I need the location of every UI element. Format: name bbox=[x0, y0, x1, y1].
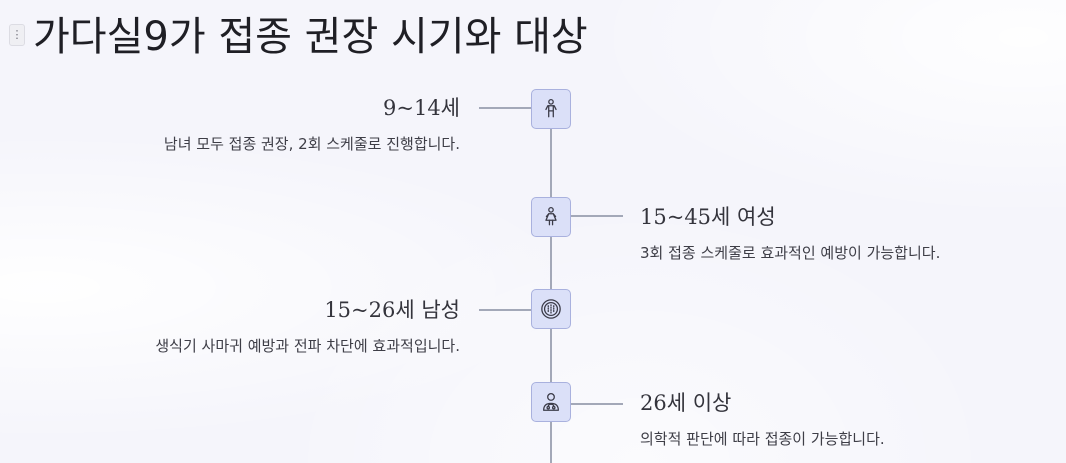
timeline-connector bbox=[571, 403, 623, 405]
timeline-item-heading: 15~26세 남성 bbox=[324, 298, 460, 322]
timeline-item-heading: 9~14세 bbox=[383, 96, 460, 120]
woman-icon bbox=[531, 197, 571, 237]
drag-handle-icon[interactable]: ⋮ bbox=[9, 24, 25, 46]
timeline-item: 9~14세 남녀 모두 접종 권장, 2회 스케줄로 진행합니다. bbox=[40, 94, 460, 155]
timeline-item-description: 3회 접종 스케줄로 효과적인 예방이 가능합니다. bbox=[640, 244, 941, 262]
timeline-item-description: 의학적 판단에 따라 접종이 가능합니다. bbox=[640, 430, 885, 448]
timeline-item-heading: 15~45세 여성 bbox=[640, 205, 776, 229]
timeline-connector bbox=[571, 215, 623, 217]
cell-circle-icon bbox=[531, 289, 571, 329]
timeline-item: 26세 이상 의학적 판단에 따라 접종이 가능합니다. bbox=[640, 389, 1040, 450]
timeline-item: 15~26세 남성 생식기 사마귀 예방과 전파 차단에 효과적입니다. bbox=[40, 296, 460, 357]
timeline-item-description: 남녀 모두 접종 권장, 2회 스케줄로 진행합니다. bbox=[163, 135, 460, 153]
timeline-connector bbox=[479, 309, 531, 311]
page-title: 가다실9가 접종 권장 시기와 대상 bbox=[33, 14, 588, 60]
timeline-item: 15~45세 여성 3회 접종 스케줄로 효과적인 예방이 가능합니다. bbox=[640, 203, 1040, 264]
child-icon bbox=[531, 89, 571, 129]
doctor-icon bbox=[531, 382, 571, 422]
timeline-item-description: 생식기 사마귀 예방과 전파 차단에 효과적입니다. bbox=[155, 337, 460, 355]
timeline-connector bbox=[479, 107, 531, 109]
timeline-item-heading: 26세 이상 bbox=[640, 391, 732, 415]
